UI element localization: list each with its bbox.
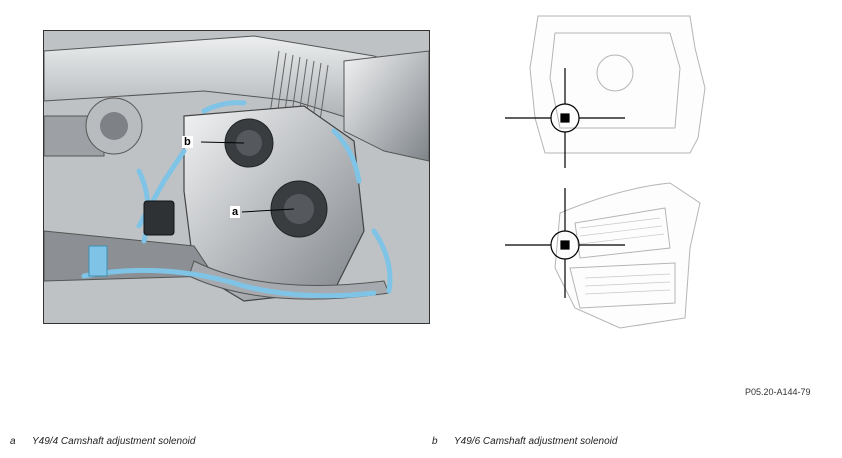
target-crosshair-icon: [505, 68, 625, 168]
legend-text: Y49/4 Camshaft adjustment solenoid: [32, 436, 196, 447]
target-crosshair-icon: [505, 188, 625, 298]
legend-key: a: [10, 436, 16, 447]
legend-item-a: a Y49/4 Camshaft adjustment solenoid: [10, 436, 195, 447]
legend-text: Y49/6 Camshaft adjustment solenoid: [454, 436, 618, 447]
figure-id: P05.20-A144-79: [745, 387, 811, 397]
engine-locator-diagram: [500, 8, 710, 338]
callout-a: a: [230, 206, 241, 218]
engine-photo: b a: [43, 30, 430, 324]
callout-b: b: [182, 136, 193, 148]
legend-key: b: [432, 436, 438, 447]
engine-side-view: [554, 182, 701, 329]
legend-item-b: b Y49/6 Camshaft adjustment solenoid: [432, 436, 617, 447]
